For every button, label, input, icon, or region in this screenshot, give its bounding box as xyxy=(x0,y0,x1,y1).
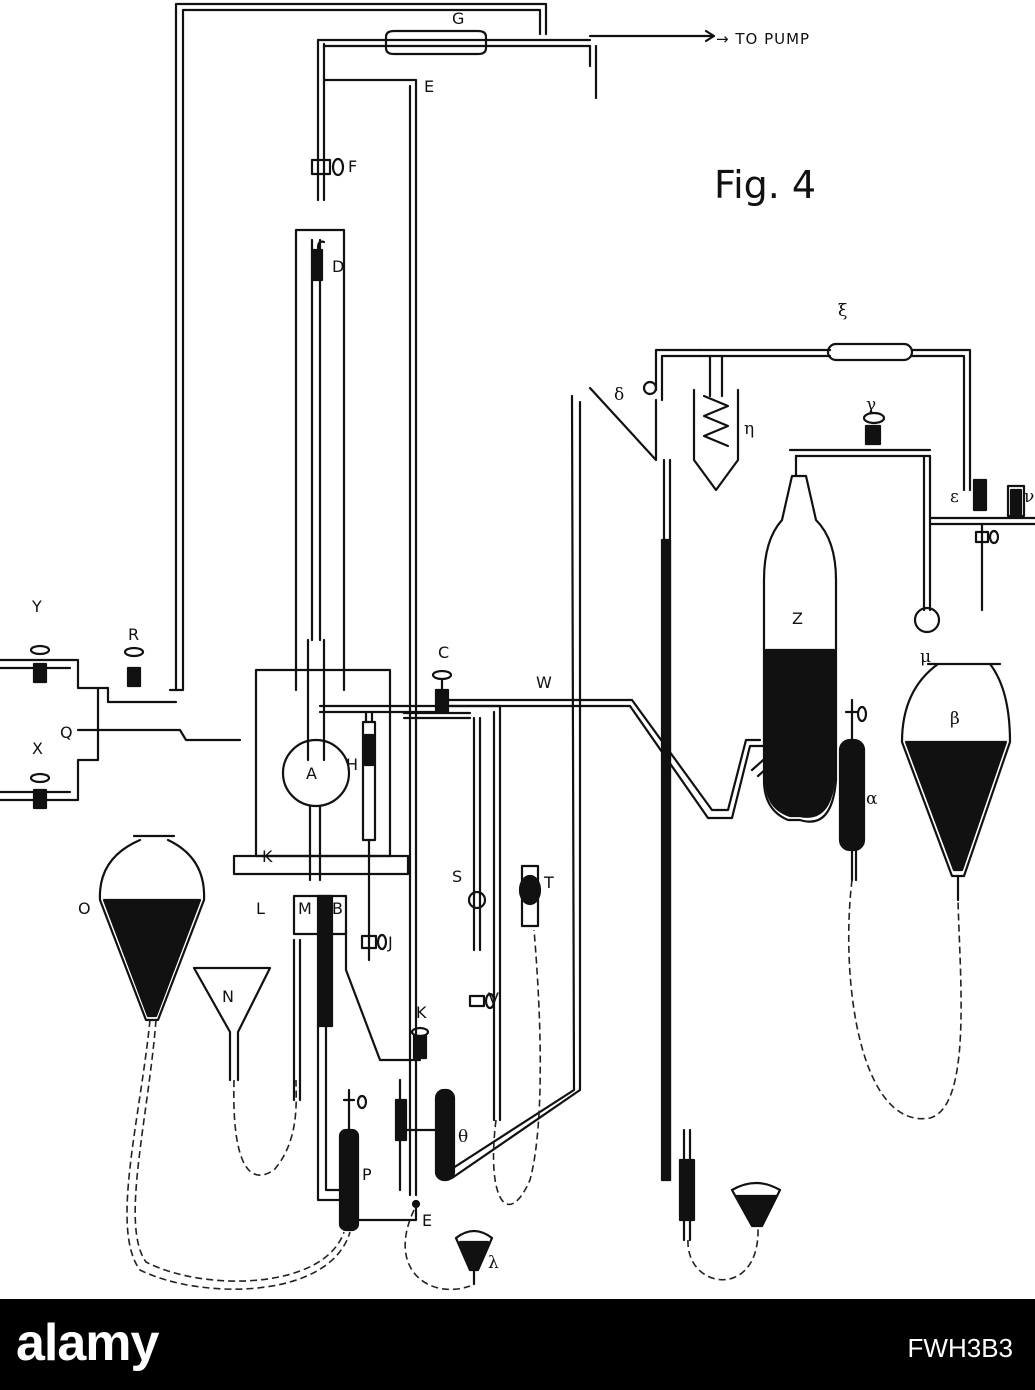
stopcock-k xyxy=(410,1026,430,1060)
label-k-upper: K xyxy=(262,847,273,866)
label-e-bottom: E xyxy=(422,1211,432,1230)
watermark-bar: alamy FWH3B3 xyxy=(0,1299,1035,1390)
label-alpha: α xyxy=(866,789,878,809)
label-t: T xyxy=(543,873,554,892)
label-gamma: γ xyxy=(866,395,876,415)
label-s: S xyxy=(452,867,462,886)
funnel-n xyxy=(192,966,272,1082)
pump-label: → TO PUMP xyxy=(716,30,810,48)
assembly-lmb xyxy=(292,894,422,1102)
tube-long-center xyxy=(448,394,582,1180)
label-r: R xyxy=(128,625,139,644)
label-nu: ν xyxy=(1024,487,1034,507)
label-o: O xyxy=(78,899,91,918)
column-p xyxy=(316,1024,368,1232)
label-c: C xyxy=(438,643,449,662)
label-delta: δ xyxy=(614,385,624,405)
label-mu: μ xyxy=(920,647,931,667)
top-manifold-tubing xyxy=(168,2,706,692)
label-xi: ξ xyxy=(838,301,847,321)
bottle-z xyxy=(750,454,838,823)
label-eta: η xyxy=(744,419,754,439)
rubber-tubing xyxy=(126,879,962,1291)
tube-g xyxy=(384,29,488,56)
trap-delta xyxy=(588,348,702,1182)
funnel-o xyxy=(98,834,206,1022)
apparatus-diagram: Fig. 4 → TO PUMP G E F D Y R X Q C W A H… xyxy=(0,2,1035,1291)
pump-arrow xyxy=(702,29,716,43)
tube-s xyxy=(467,716,496,1010)
stand-frame xyxy=(232,668,410,876)
figure-title: Fig. 4 xyxy=(714,163,816,207)
stopcock-y xyxy=(29,644,51,684)
bulb-a xyxy=(281,638,351,882)
label-f: F xyxy=(348,157,357,176)
stopcock-x xyxy=(29,772,51,810)
label-y: Y xyxy=(31,597,42,616)
stopcock-f xyxy=(310,157,345,177)
label-b: B xyxy=(332,899,343,918)
label-h: H xyxy=(346,755,358,774)
label-lambda: λ xyxy=(488,1253,499,1273)
branch-epsilon-nu xyxy=(928,478,1035,612)
label-n: N xyxy=(222,987,234,1006)
label-x: X xyxy=(32,739,43,758)
label-j: J xyxy=(387,933,393,952)
stopcock-gamma xyxy=(788,411,941,634)
label-d: D xyxy=(332,257,344,276)
label-v: V xyxy=(488,989,499,1008)
tube-h xyxy=(318,704,442,962)
label-epsilon: ε xyxy=(950,487,959,507)
label-g: G xyxy=(452,9,464,28)
funnel-lambda xyxy=(454,1229,494,1286)
tube-t xyxy=(518,864,542,928)
jacket-d xyxy=(294,228,346,692)
label-theta: θ xyxy=(458,1127,468,1147)
image-id: FWH3B3 xyxy=(907,1333,1013,1363)
vessel-theta xyxy=(394,1078,456,1192)
manifold-q xyxy=(0,658,242,802)
label-q: Q xyxy=(60,723,73,742)
label-w: W xyxy=(536,673,552,692)
manifold-c xyxy=(402,704,502,1122)
label-m: M xyxy=(298,899,312,918)
vessel-alpha xyxy=(838,698,868,882)
funnel-beta xyxy=(900,662,1012,902)
alamy-logo: alamy xyxy=(16,1314,159,1372)
label-e-top: E xyxy=(424,77,434,96)
tube-xi xyxy=(698,342,972,492)
label-z: Z xyxy=(792,609,803,628)
rod-e xyxy=(322,78,418,1197)
label-p: P xyxy=(362,1165,372,1184)
line-w xyxy=(446,698,772,820)
label-beta: β xyxy=(950,709,960,729)
label-k-lower: K xyxy=(416,1003,427,1022)
rod-e-bottom xyxy=(354,1199,421,1222)
label-a: A xyxy=(306,764,317,783)
label-l: L xyxy=(256,899,265,918)
funnel-small-right xyxy=(678,1128,782,1242)
stopcock-r xyxy=(123,646,145,688)
coil-eta xyxy=(692,354,740,492)
